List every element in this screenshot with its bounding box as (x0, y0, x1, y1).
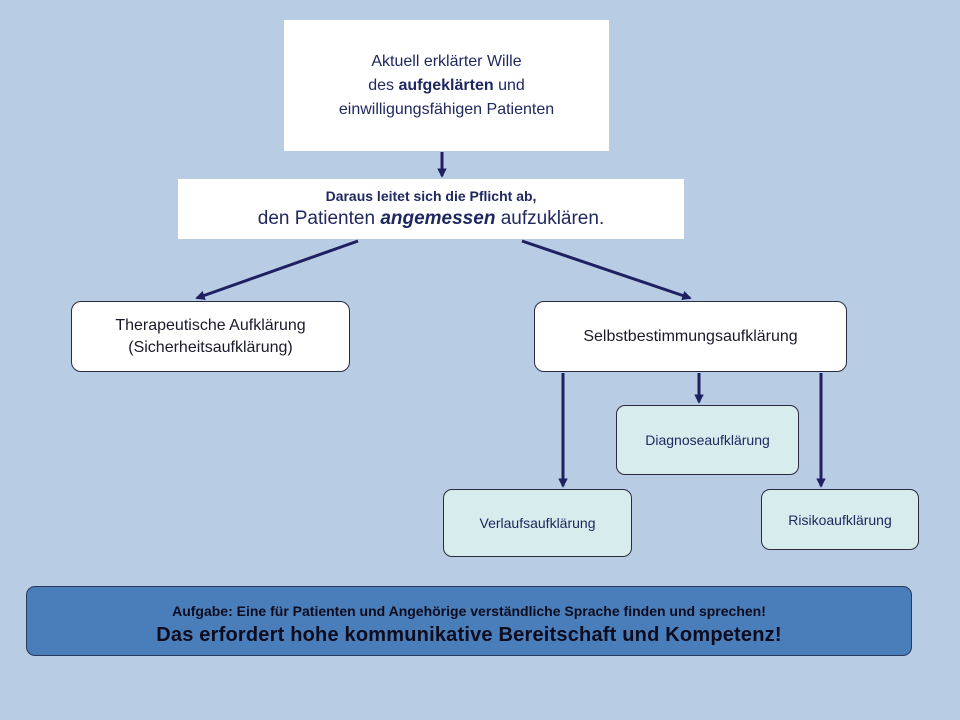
informed-emphasis: aufgeklärten (398, 76, 494, 94)
duty-line2: den Patienten angemessen aufzuklären. (257, 208, 605, 229)
therapeutic-box: Therapeutische Aufklärung (Sicherheitsau… (71, 301, 350, 372)
therapeutic-line2: (Sicherheitsaufklärung) (128, 338, 293, 356)
self-determination-box: Selbstbestimmungsaufklärung (534, 301, 847, 372)
informed-will-line2: des aufgeklärten und (368, 76, 525, 94)
diagnose-label: Diagnoseaufklärung (645, 432, 770, 448)
risiko-box: Risikoaufklärung (761, 489, 919, 550)
duty-box: Daraus leitet sich die Pflicht ab, den P… (178, 179, 684, 239)
duty-emphasis: angemessen (380, 208, 496, 229)
diagnose-box: Diagnoseaufklärung (616, 405, 799, 475)
footer-task-line: Aufgabe: Eine für Patienten und Angehöri… (172, 603, 766, 619)
informed-will-line3: einwilligungsfähigen Patienten (338, 100, 555, 118)
informed-will-box: Aktuell erklärter Wille des aufgeklärten… (284, 20, 609, 151)
duty-line1: Daraus leitet sich die Pflicht ab, (325, 188, 537, 204)
task-footer-box: Aufgabe: Eine für Patienten und Angehöri… (26, 586, 912, 656)
arrow-duty-to-therapeutic (195, 239, 359, 300)
verlauf-box: Verlaufsaufklärung (443, 489, 632, 557)
self-determination-label: Selbstbestimmungsaufklärung (583, 327, 798, 345)
verlauf-label: Verlaufsaufklärung (479, 515, 596, 531)
risiko-label: Risikoaufklärung (788, 511, 892, 528)
therapeutic-line1: Therapeutische Aufklärung (115, 316, 306, 334)
arrow-duty-to-self (521, 239, 692, 301)
informed-will-line1: Aktuell erklärter Wille (371, 52, 522, 70)
footer-competence-line: Das erfordert hohe kommunikative Bereits… (156, 624, 782, 646)
